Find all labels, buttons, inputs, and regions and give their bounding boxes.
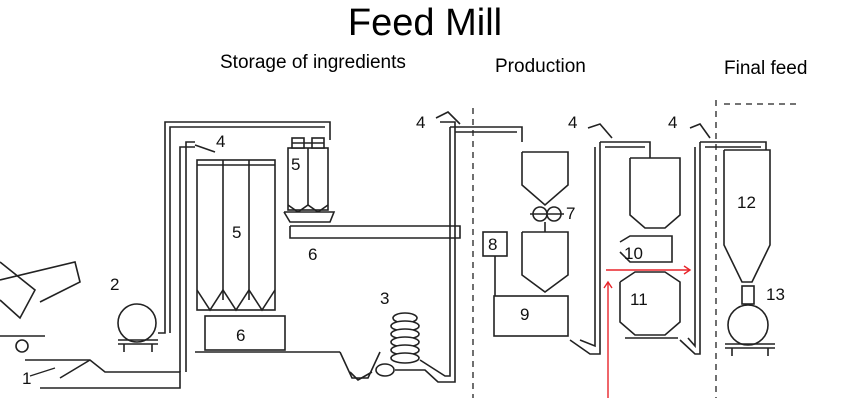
section-label-production: Production <box>495 56 586 77</box>
label-9: 9 <box>520 305 529 324</box>
bin-bottom <box>195 315 340 353</box>
hopper-upper <box>283 211 336 223</box>
label-2: 2 <box>110 275 119 294</box>
label-4-production-b: 4 <box>568 113 577 132</box>
label-6-upper: 6 <box>308 245 317 264</box>
cooler <box>619 271 681 339</box>
label-1: 1 <box>22 369 31 388</box>
bag-stack <box>390 312 420 364</box>
label-12: 12 <box>737 193 756 212</box>
section-label-final: Final feed <box>724 58 808 79</box>
control-box <box>482 231 508 296</box>
silo-upper <box>287 137 329 213</box>
label-6-bottom: 6 <box>236 326 245 345</box>
label-4-production-a: 4 <box>416 113 425 132</box>
silo-bank-left <box>196 159 276 312</box>
pellet-mill <box>619 235 673 263</box>
label-5-upper: 5 <box>291 155 300 174</box>
mixer-box <box>493 295 569 337</box>
bulk-truck <box>725 285 775 356</box>
label-4-final: 4 <box>668 113 677 132</box>
label-8: 8 <box>488 235 497 254</box>
mixer-upper <box>521 151 569 222</box>
diagram-title: Feed Mill <box>347 2 503 44</box>
label-11: 11 <box>630 290 648 309</box>
elevator-head-storage <box>194 144 216 153</box>
blower <box>117 303 158 352</box>
section-label-storage: Storage of ingredients <box>220 52 406 73</box>
final-silo <box>723 149 771 283</box>
label-13: 13 <box>766 285 785 304</box>
label-10: 10 <box>624 244 643 263</box>
truck-intake <box>0 261 181 389</box>
label-4-storage: 4 <box>216 132 225 151</box>
label-5-left: 5 <box>232 223 241 242</box>
red-annotation <box>603 265 692 398</box>
label-7: 7 <box>566 204 575 223</box>
label-3: 3 <box>380 289 389 308</box>
